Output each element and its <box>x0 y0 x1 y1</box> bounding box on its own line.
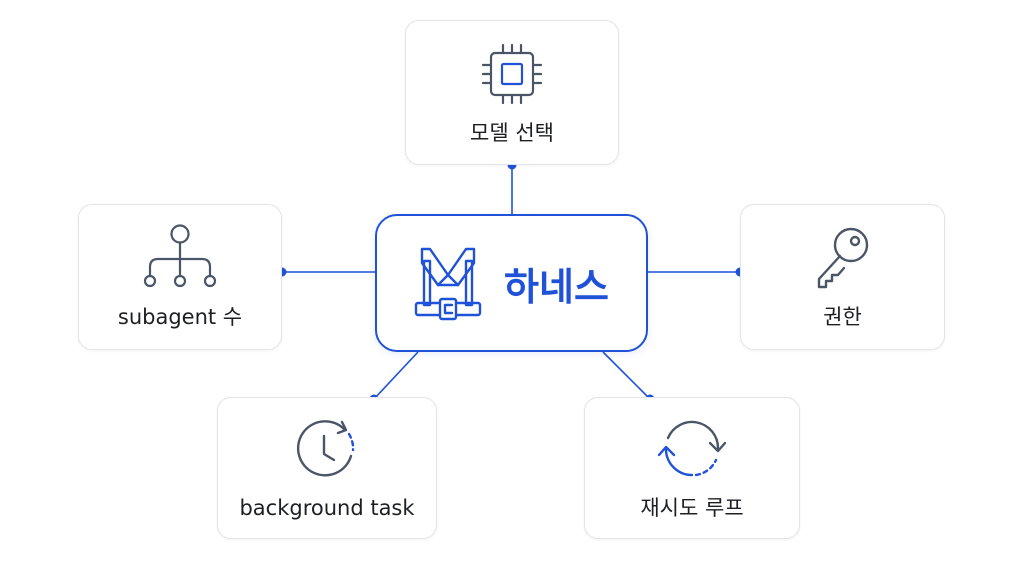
node-label-subagent-count: subagent 수 <box>117 305 243 330</box>
node-subagent-count: subagent 수 <box>78 204 282 350</box>
connector-background-task <box>373 351 419 400</box>
harness-icon <box>414 247 482 321</box>
node-retry-loop: 재시도 루프 <box>584 397 800 539</box>
key-icon <box>817 228 868 289</box>
harness-title: 하네스 <box>504 264 609 309</box>
node-background-task: background task <box>217 397 437 539</box>
node-model-selection: 모델 선택 <box>405 20 619 165</box>
node-label-permissions: 권한 <box>823 305 862 330</box>
connector-retry-loop <box>602 351 651 400</box>
node-label-model-selection: 모델 선택 <box>470 120 554 145</box>
node-permissions: 권한 <box>740 204 945 350</box>
node-label-retry-loop: 재시도 루프 <box>640 496 744 521</box>
hierarchy-icon <box>143 224 217 288</box>
loop-icon <box>657 421 727 477</box>
node-harness: 하네스 <box>375 214 648 352</box>
clock-icon <box>296 420 355 477</box>
node-label-background-task: background task <box>239 496 415 521</box>
chip-icon <box>481 43 543 105</box>
